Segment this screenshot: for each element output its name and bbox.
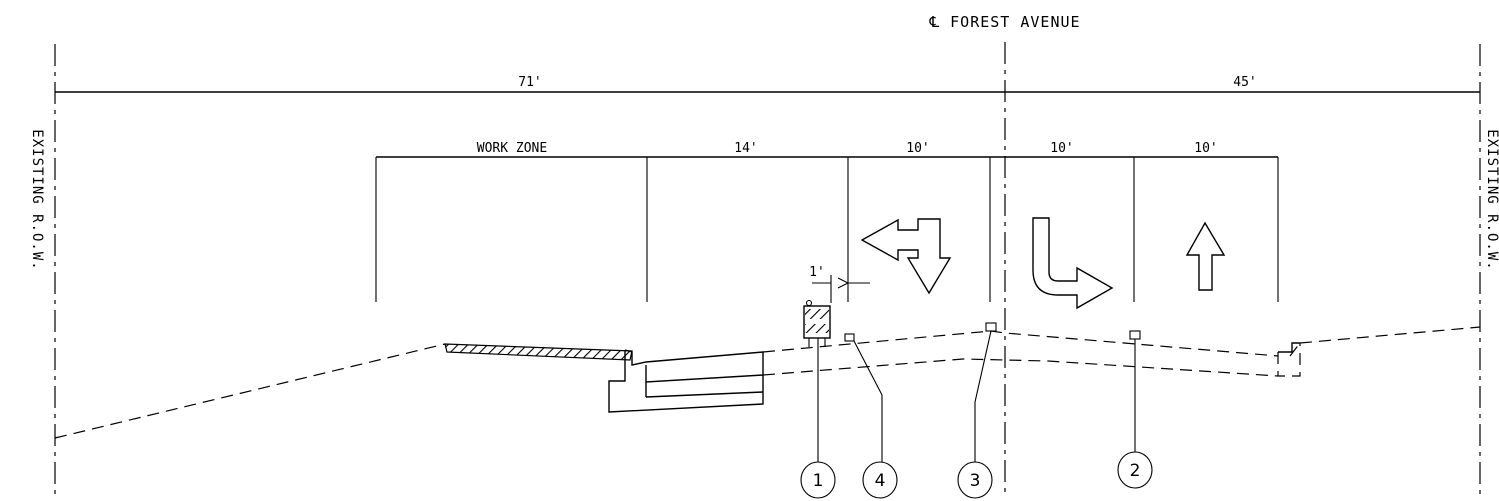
offset-dimension xyxy=(812,275,870,303)
callout-2-label: 2 xyxy=(1130,461,1141,481)
left-through-arrow-icon xyxy=(860,218,952,295)
dim-lane-3: 10' xyxy=(1050,141,1073,156)
dim-right-overall: 45' xyxy=(1233,75,1256,90)
existing-grade xyxy=(54,326,1481,439)
dim-offset: 1' xyxy=(809,265,825,280)
through-arrow-icon xyxy=(1185,221,1226,291)
centerline-title: ℄ FOREST AVENUE xyxy=(928,13,1080,31)
callout-3-label: 3 xyxy=(970,471,981,491)
marker-3 xyxy=(985,322,997,332)
lane-extension-lines xyxy=(375,157,1279,302)
leader-lines xyxy=(817,330,1136,462)
dim-work-zone: WORK ZONE xyxy=(477,141,547,156)
callout-4: 4 xyxy=(862,461,898,499)
dim-lane-2: 10' xyxy=(906,141,929,156)
row-label-left: EXISTING R.O.W. xyxy=(29,129,45,270)
dim-lane-1: 14' xyxy=(734,141,757,156)
callout-4-label: 4 xyxy=(875,471,886,491)
dim-left-overall: 71' xyxy=(518,75,541,90)
marker-4 xyxy=(844,333,855,342)
marker-2 xyxy=(1129,330,1141,340)
curb-structure xyxy=(608,349,764,413)
callout-2: 2 xyxy=(1117,451,1153,489)
dim-lane-4: 10' xyxy=(1194,141,1217,156)
row-label-right: EXISTING R.O.W. xyxy=(1484,129,1499,270)
barricade-icon xyxy=(803,299,831,347)
callout-1-label: 1 xyxy=(813,471,824,491)
callout-3: 3 xyxy=(957,461,993,499)
right-curb xyxy=(1277,342,1301,377)
callout-1: 1 xyxy=(800,461,836,499)
right-turn-arrow-icon xyxy=(1032,217,1114,310)
existing-pavement-hatch xyxy=(444,343,633,361)
proposed-pavement xyxy=(762,330,1301,377)
